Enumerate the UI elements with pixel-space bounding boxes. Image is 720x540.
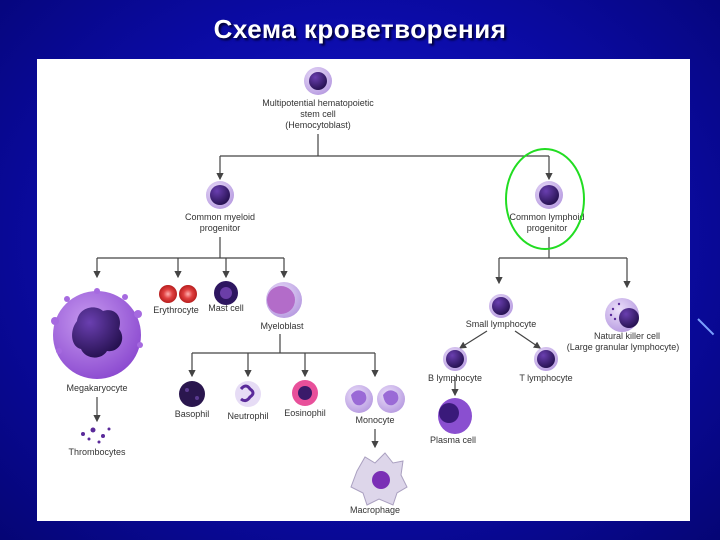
neutrophil-cell: [235, 381, 261, 407]
eosinophil-label: Eosinophil: [284, 408, 326, 418]
thrombocytes-label: Thrombocytes: [68, 447, 126, 457]
myeloid-progenitor-cell: [206, 181, 234, 209]
macrophage-cell: [350, 452, 408, 506]
neutrophil-label: Neutrophil: [227, 411, 268, 421]
connector-lines: [93, 134, 631, 449]
small-lymphocyte-cell: [489, 294, 513, 318]
stem-cell-label-2: stem cell: [300, 109, 336, 119]
basophil-label: Basophil: [175, 409, 210, 419]
nk-cell-label-1: Natural killer cell: [594, 331, 660, 341]
small-lymphocyte-label: Small lymphocyte: [466, 319, 537, 329]
plasma-cell: [438, 398, 472, 434]
stem-cell-label-3: (Hemocytoblast): [285, 120, 351, 130]
macrophage-label: Macrophage: [350, 505, 400, 515]
mast-cell: [214, 281, 238, 305]
decorative-line: [697, 318, 715, 336]
basophil-cell: [179, 381, 205, 407]
monocyte-label: Monocyte: [355, 415, 394, 425]
mast-cell-label: Mast cell: [208, 303, 244, 313]
t-lymphocyte-label: T lymphocyte: [519, 373, 572, 383]
slide-title: Схема кроветворения: [213, 14, 507, 44]
nk-cell: [605, 298, 639, 332]
myeloid-progenitor-label-2: progenitor: [200, 223, 241, 233]
lymphoid-progenitor-label-2: progenitor: [527, 223, 568, 233]
b-lymphocyte-cell: [443, 347, 467, 371]
nk-cell-label-2: (Large granular lymphocyte): [567, 342, 680, 352]
eosinophil-cell: [292, 380, 318, 406]
myeloblast-label: Myeloblast: [260, 321, 304, 331]
stem-cell-label-1: Multipotential hematopoietic: [262, 98, 374, 108]
megakaryocyte-cell: [51, 288, 143, 379]
diagram-panel: Multipotential hematopoietic stem cell (…: [37, 59, 690, 521]
b-lymphocyte-label: B lymphocyte: [428, 373, 482, 383]
megakaryocyte-label: Megakaryocyte: [66, 383, 127, 393]
t-lymphocyte-cell: [534, 347, 558, 371]
thrombocytes-cells: [81, 427, 111, 444]
plasma-cell-label: Plasma cell: [430, 435, 476, 445]
highlight-circle: [505, 148, 585, 250]
myeloid-progenitor-label-1: Common myeloid: [185, 212, 255, 222]
lymphoid-progenitor-cell: [535, 181, 563, 209]
stem-cell: [304, 67, 332, 95]
monocyte-cells: [345, 385, 405, 413]
lymphoid-progenitor-label-1: Common lymphoid: [509, 212, 584, 222]
myeloblast-cell: [266, 282, 302, 318]
hematopoiesis-diagram: Multipotential hematopoietic stem cell (…: [51, 67, 680, 515]
erythrocyte-label: Erythrocyte: [153, 305, 199, 315]
erythrocyte-cells: [159, 285, 197, 303]
